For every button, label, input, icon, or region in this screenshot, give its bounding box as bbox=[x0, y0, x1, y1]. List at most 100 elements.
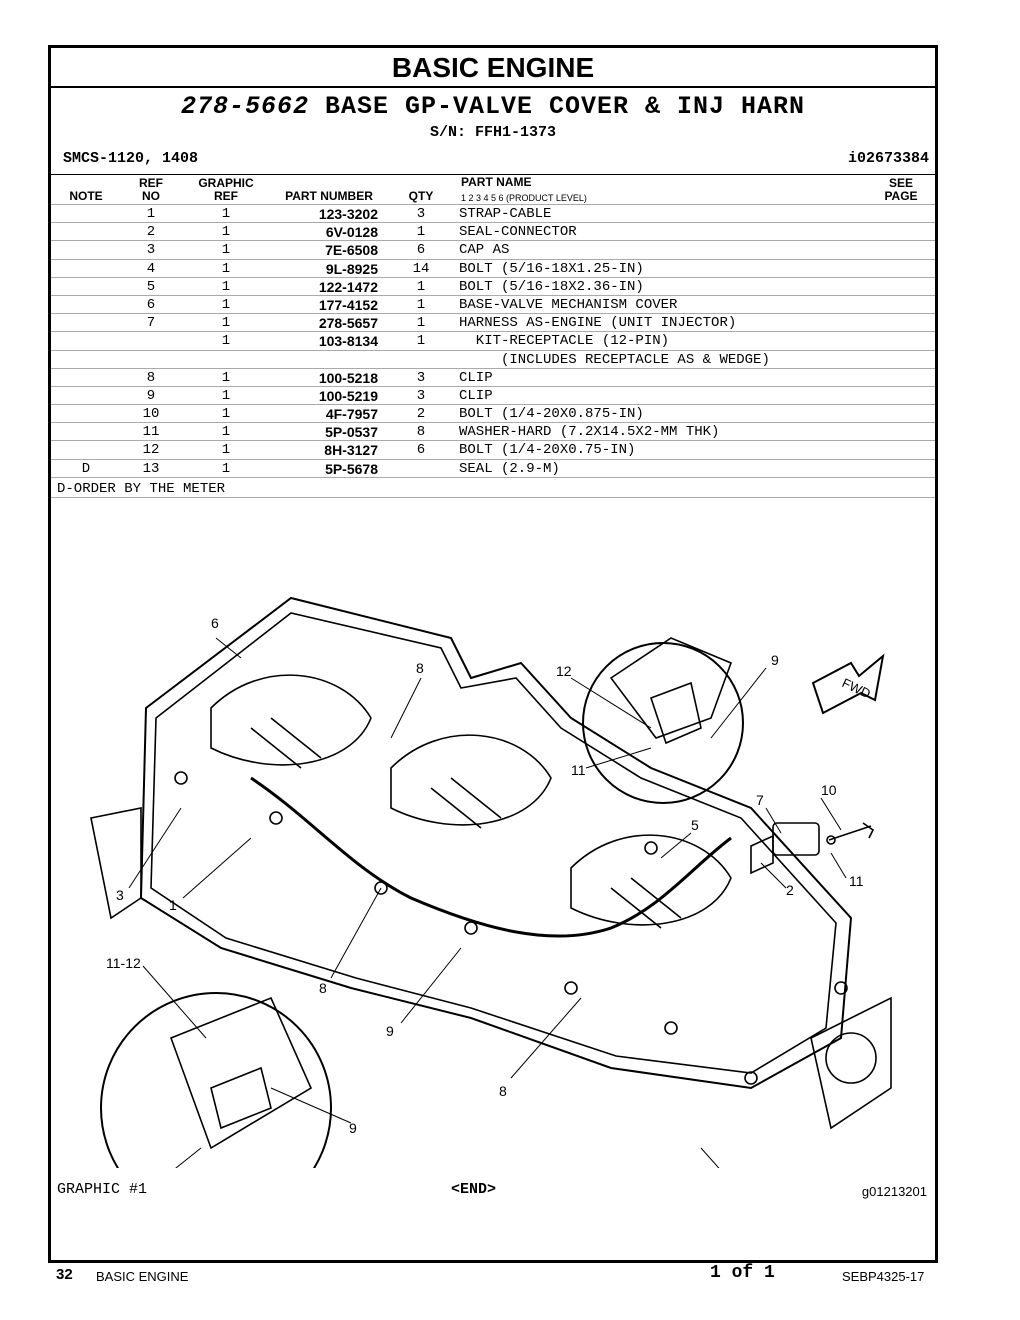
part-number-cell: 100-5218 bbox=[318, 369, 378, 386]
part-name-cell: CLIP bbox=[459, 387, 493, 404]
ref-no-cell: 10 bbox=[142, 406, 160, 423]
part-number-cell: 123-3202 bbox=[318, 206, 378, 222]
col-qty: QTY bbox=[408, 189, 434, 203]
callout-label: 1 bbox=[169, 897, 177, 913]
part-name-cell: WASHER-HARD (7.2X14.5X2-MM THK) bbox=[459, 424, 720, 441]
ref-no-cell: 11 bbox=[142, 424, 160, 441]
qty-cell: 3 bbox=[416, 387, 426, 404]
graphic-ref-cell: 1 bbox=[221, 333, 231, 350]
callout-label: 10 bbox=[821, 782, 837, 798]
fwd-label: FWD bbox=[840, 675, 873, 701]
ref-no-cell: 9 bbox=[146, 387, 156, 404]
ref-no-cell: 1 bbox=[146, 206, 156, 222]
part-number-cell: 8H-3127 bbox=[324, 442, 378, 459]
qty-cell: 3 bbox=[416, 369, 426, 386]
footnote-divider bbox=[51, 477, 935, 478]
qty-cell: 1 bbox=[416, 278, 426, 295]
graphic-ref-cell: 1 bbox=[221, 224, 231, 241]
callout-label: 8 bbox=[416, 660, 424, 676]
col-note: NOTE bbox=[69, 189, 103, 203]
footer-page-number: 32 bbox=[56, 1266, 73, 1283]
table-row: D 13 1 5P-5678 SEAL (2.9-M) bbox=[51, 458, 935, 477]
col-part-name: PART NAME bbox=[461, 175, 532, 189]
col-ref-bottom: NO bbox=[142, 189, 160, 203]
graphic-id: g01213201 bbox=[861, 1184, 927, 1199]
table-row: (INCLUDES RECEPTACLE AS & WEDGE) bbox=[51, 349, 935, 368]
graphic-ref-cell: 1 bbox=[221, 369, 231, 386]
callout-label: 12 bbox=[556, 663, 572, 679]
qty-cell: 1 bbox=[416, 333, 426, 350]
footnote-bottom-divider bbox=[51, 497, 935, 498]
part-number-cell: 9L-8925 bbox=[325, 260, 378, 277]
part-name-cell: BOLT (1/4-20X0.875-IN) bbox=[459, 406, 644, 423]
qty-cell: 3 bbox=[416, 206, 426, 222]
col-graphic-top: GRAPHIC bbox=[198, 176, 254, 190]
graphic-ref-cell: 1 bbox=[221, 424, 231, 441]
graphic-ref-cell: 1 bbox=[221, 442, 231, 459]
ref-no-cell: 13 bbox=[142, 460, 160, 477]
part-number-cell: 6V-0128 bbox=[325, 224, 378, 241]
ref-no-cell: 6 bbox=[146, 296, 156, 313]
ref-no-cell: 4 bbox=[146, 260, 156, 277]
table-row: 1 1 123-3202 3 STRAP-CABLE bbox=[51, 204, 935, 222]
qty-cell: 1 bbox=[416, 315, 426, 332]
group-name: BASE GP-VALVE COVER & INJ HARN bbox=[324, 92, 806, 121]
footer-section: BASIC ENGINE bbox=[96, 1269, 189, 1284]
part-name-cell: BOLT (5/16-18X1.25-IN) bbox=[459, 260, 644, 277]
callout-label: 11 bbox=[571, 762, 586, 778]
graphic-ref-cell: 1 bbox=[221, 278, 231, 295]
callout-label: 3 bbox=[116, 887, 124, 903]
qty-cell: 1 bbox=[416, 296, 426, 313]
note-cell: D bbox=[81, 460, 91, 477]
part-number-cell: 103-8134 bbox=[318, 333, 378, 350]
part-name-cell: SEAL-CONNECTOR bbox=[459, 224, 577, 241]
footer-page-of: 1 of 1 bbox=[710, 1263, 775, 1283]
callout-label: 11 bbox=[849, 873, 864, 889]
group-part-number: 278-5662 bbox=[180, 92, 309, 121]
col-ref-top: REF bbox=[139, 176, 163, 190]
part-name-cell: SEAL (2.9-M) bbox=[459, 460, 560, 477]
part-name-cell: STRAP-CABLE bbox=[459, 206, 552, 222]
smcs-code: SMCS-1120, 1408 bbox=[63, 150, 199, 167]
part-name-cell: BASE-VALVE MECHANISM COVER bbox=[459, 296, 678, 313]
callout-label: 9 bbox=[386, 1023, 394, 1039]
part-name-cell: CAP AS bbox=[459, 242, 510, 259]
callout-label: 6 bbox=[211, 615, 219, 631]
graphic-ref-cell: 1 bbox=[221, 242, 231, 259]
ref-no-cell: 12 bbox=[142, 442, 160, 459]
graphic-caption: GRAPHIC #1 bbox=[57, 1181, 148, 1198]
qty-cell: 6 bbox=[416, 242, 426, 259]
footer-doc-id: SEBP4325-17 bbox=[842, 1269, 925, 1284]
callout-label: 9 bbox=[771, 652, 779, 668]
part-number-cell: 7E-6508 bbox=[325, 242, 378, 259]
part-number-cell: 5P-0537 bbox=[325, 424, 378, 441]
part-number-cell: 177-4152 bbox=[318, 296, 378, 313]
qty-cell: 2 bbox=[416, 406, 426, 423]
part-number-cell: 100-5219 bbox=[318, 387, 378, 404]
part-name-cell: HARNESS AS-ENGINE (UNIT INJECTOR) bbox=[459, 315, 737, 332]
graphic-ref-cell: 1 bbox=[221, 460, 231, 477]
part-name-cell: CLIP bbox=[459, 369, 493, 386]
col-part-number: PART NUMBER bbox=[285, 189, 373, 203]
qty-cell: 8 bbox=[416, 424, 426, 441]
part-number-cell: 5P-5678 bbox=[325, 460, 378, 477]
part-number-cell: 122-1472 bbox=[318, 278, 378, 295]
col-product-level: 1 2 3 4 5 6 (PRODUCT LEVEL) bbox=[461, 193, 587, 203]
ref-no-cell: 3 bbox=[146, 242, 156, 259]
ref-no-cell: 2 bbox=[146, 224, 156, 241]
graphic-ref-cell: 1 bbox=[221, 206, 231, 222]
serial-number: S/N: FFH1-1373 bbox=[429, 124, 557, 141]
qty-cell: 1 bbox=[416, 224, 426, 241]
col-graphic-bottom: REF bbox=[214, 189, 238, 203]
ref-no-cell: 5 bbox=[146, 278, 156, 295]
callout-label: 9 bbox=[349, 1120, 357, 1136]
table-row: 2 1 6V-0128 1 SEAL-CONNECTOR bbox=[51, 222, 935, 240]
